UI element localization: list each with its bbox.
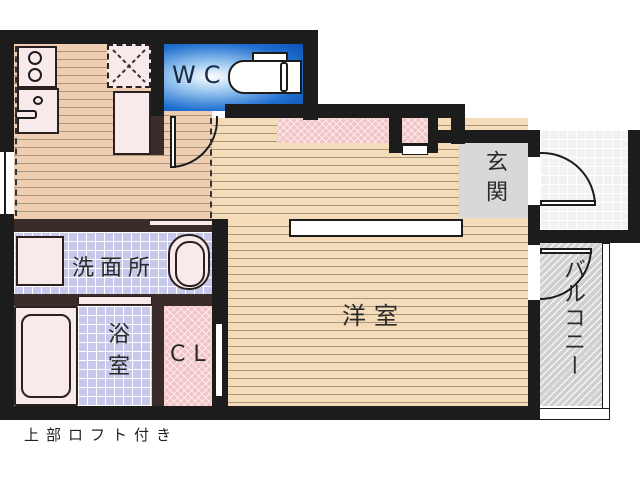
kitchen-counter-top	[150, 221, 212, 225]
wall-top-mid	[225, 104, 465, 118]
wall-top-left	[0, 30, 318, 44]
stove	[17, 46, 57, 88]
pillar	[151, 115, 164, 155]
bath-window	[78, 296, 152, 305]
balcony-rail	[602, 243, 610, 420]
closet-door[interactable]	[214, 322, 224, 398]
wash-basin-icon	[168, 234, 210, 290]
bathroom-label: 浴室	[104, 322, 129, 386]
western-room-label: 洋室	[342, 302, 406, 330]
balcony-rail-bottom	[528, 408, 610, 420]
kitchen-left-boundary	[15, 46, 17, 216]
refrigerator-space	[107, 44, 151, 88]
wc-door-leaf	[170, 116, 176, 168]
pillar-top	[389, 118, 402, 144]
toilet-icon	[228, 50, 302, 94]
wall-right-mid	[528, 205, 540, 245]
closet-label: CL	[170, 342, 214, 367]
vent-box	[402, 145, 428, 155]
washroom-label: 洗面所	[72, 256, 157, 281]
wall-wc-right	[303, 30, 318, 120]
entrance-label: 玄関	[482, 150, 507, 210]
loft-note: 上部ロフト付き	[24, 426, 179, 444]
wall-right	[528, 143, 540, 157]
washing-machine-pan	[16, 236, 64, 286]
pillar-top-2	[428, 118, 438, 144]
wall-top-entry	[428, 130, 540, 143]
western-room-floor-lower	[228, 219, 528, 418]
wall-porch-bottom	[528, 230, 640, 243]
wall-porch-right	[628, 130, 640, 243]
bathroom-floor	[78, 306, 152, 406]
cabinet	[113, 91, 151, 155]
wall-bath-closet	[152, 306, 164, 406]
wall-right-lower	[528, 300, 540, 420]
wall-bottom	[0, 406, 540, 420]
closet-floor	[164, 306, 212, 406]
burner-icon	[28, 51, 42, 65]
wall-wc-left	[151, 44, 164, 116]
storage-strip-2	[402, 118, 428, 143]
wall-left-lower	[0, 214, 14, 420]
kitchen-boundary	[210, 118, 212, 218]
bathtub	[14, 306, 78, 406]
entrance-floor	[459, 143, 528, 218]
loft-ladder	[289, 219, 463, 237]
balcony-door-leaf	[540, 248, 592, 254]
wc-label: WC	[172, 61, 229, 89]
bottom-window[interactable]	[302, 408, 364, 411]
burner-icon	[28, 68, 42, 82]
left-window[interactable]	[4, 152, 12, 214]
storage-strip	[277, 118, 389, 143]
kitchen-sink	[15, 88, 59, 134]
wall-left	[0, 30, 14, 152]
entrance-door-leaf	[540, 200, 596, 206]
